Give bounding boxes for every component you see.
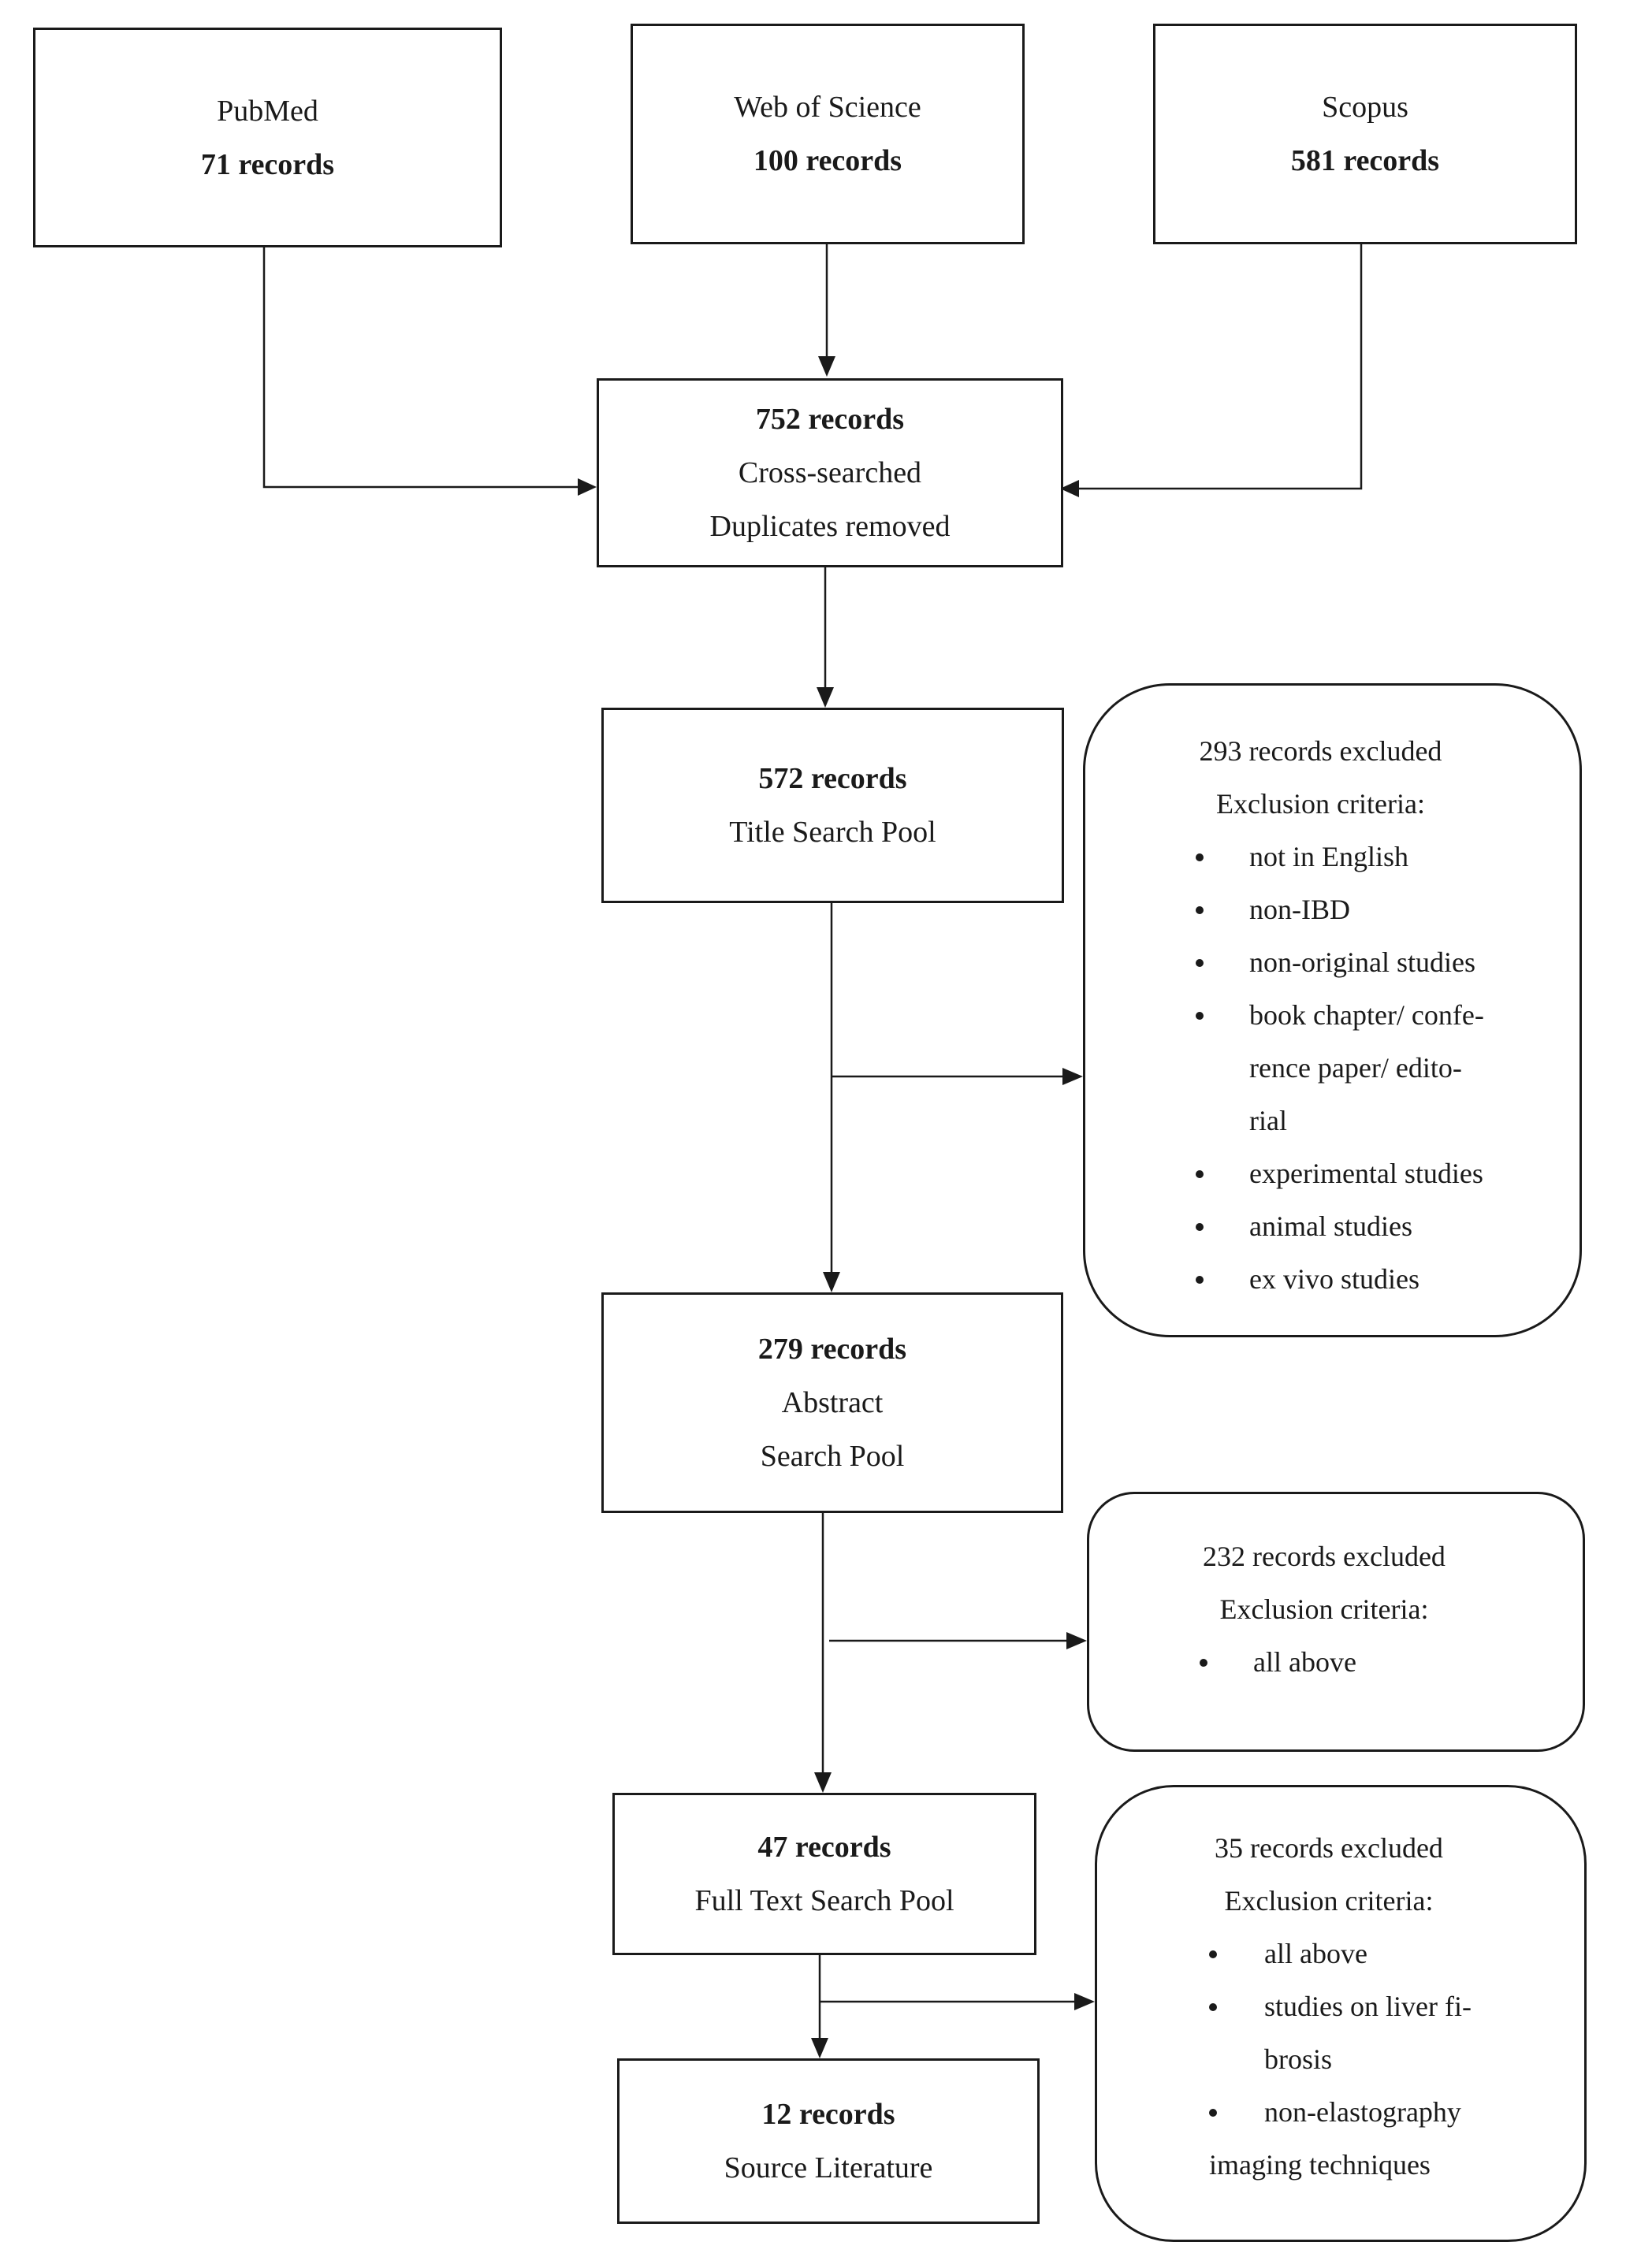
criterion-item: ex vivo studies [1085, 1253, 1579, 1306]
exclusion-box-title-stage: 293 records excluded Exclusion criteria:… [1083, 683, 1582, 1337]
criterion-item: non-original studies [1085, 936, 1579, 989]
source-name: PubMed [217, 94, 318, 128]
excluded-count: 232 records excluded [1203, 1541, 1446, 1572]
source-count: 581 records [1290, 144, 1440, 177]
arrowhead-merged-top [818, 356, 835, 377]
criterion-item: experimental studies [1085, 1147, 1579, 1200]
abstract-pool-line-2: Search Pool [760, 1440, 905, 1473]
arrowhead-excl2 [1066, 1632, 1087, 1649]
abstract-search-pool-box: 279 records Abstract Search Pool [601, 1292, 1063, 1513]
fulltext-pool-count: 47 records [757, 1831, 891, 1864]
source-count: 100 records [753, 144, 902, 177]
criterion-item: studies on liver fi- brosis [1097, 1980, 1584, 2086]
criterion-item: all above [1097, 1928, 1584, 1980]
criterion-item: book chapter/ confe- rence paper/ edito-… [1085, 989, 1579, 1147]
criterion-item: non-IBD [1085, 883, 1579, 936]
criterion-item: non-elastography imaging techniques [1097, 2086, 1584, 2192]
exclusion-criteria-list: all above [1089, 1636, 1583, 1689]
arrowhead-merged-right [1060, 480, 1079, 497]
exclusion-criteria-list: not in English non-IBD non-original stud… [1085, 831, 1579, 1306]
arrowhead-merged-left [578, 478, 597, 496]
arrow-pubmed-to-merged [262, 244, 578, 489]
arrowhead-source-top [811, 2038, 828, 2058]
source-literature-box: 12 records Source Literature [617, 2058, 1040, 2224]
full-text-search-pool-box: 47 records Full Text Search Pool [612, 1793, 1036, 1955]
exclusion-criteria-label: Exclusion criteria: [1219, 1593, 1429, 1625]
arrowhead-abstract-top [823, 1272, 840, 1292]
arrowhead-fulltext-top [814, 1772, 832, 1793]
excluded-count: 293 records excluded [1199, 735, 1442, 767]
fulltext-pool-label: Full Text Search Pool [694, 1884, 954, 1917]
excluded-count: 35 records excluded [1215, 1832, 1443, 1864]
merged-line-1: Cross-searched [738, 456, 922, 489]
exclusion-box-full-text-stage: 35 records excluded Exclusion criteria: … [1095, 1785, 1587, 2242]
title-pool-label: Title Search Pool [729, 816, 936, 849]
arrow-scopus-to-merged [1077, 243, 1363, 490]
source-box-pubmed: PubMed 71 records [33, 28, 502, 247]
title-pool-count: 572 records [758, 762, 907, 795]
source-lit-label: Source Literature [724, 2151, 933, 2184]
criterion-item: all above [1089, 1636, 1583, 1689]
criterion-item: animal studies [1085, 1200, 1579, 1253]
exclusion-criteria-label: Exclusion criteria: [1216, 788, 1425, 820]
title-search-pool-box: 572 records Title Search Pool [601, 708, 1064, 903]
merged-count: 752 records [755, 403, 905, 436]
criterion-item: not in English [1085, 831, 1579, 883]
source-box-scopus: Scopus 581 records [1153, 24, 1577, 244]
exclusion-criteria-list: all above studies on liver fi- brosis no… [1097, 1928, 1584, 2192]
arrowhead-excl1 [1062, 1068, 1083, 1085]
merged-records-box: 752 records Cross-searched Duplicates re… [597, 378, 1063, 567]
merged-line-2: Duplicates removed [709, 510, 951, 543]
source-box-web-of-science: Web of Science 100 records [631, 24, 1025, 244]
arrowhead-excl3 [1074, 1993, 1095, 2010]
abstract-pool-line-1: Abstract [781, 1386, 884, 1419]
source-lit-count: 12 records [761, 2098, 895, 2131]
exclusion-criteria-label: Exclusion criteria: [1224, 1885, 1434, 1917]
source-name: Web of Science [734, 91, 921, 124]
source-count: 71 records [200, 147, 335, 181]
source-name: Scopus [1322, 91, 1408, 124]
abstract-pool-count: 279 records [757, 1333, 907, 1366]
exclusion-box-abstract-stage: 232 records excluded Exclusion criteria:… [1087, 1492, 1585, 1752]
arrowhead-title-top [817, 687, 834, 708]
